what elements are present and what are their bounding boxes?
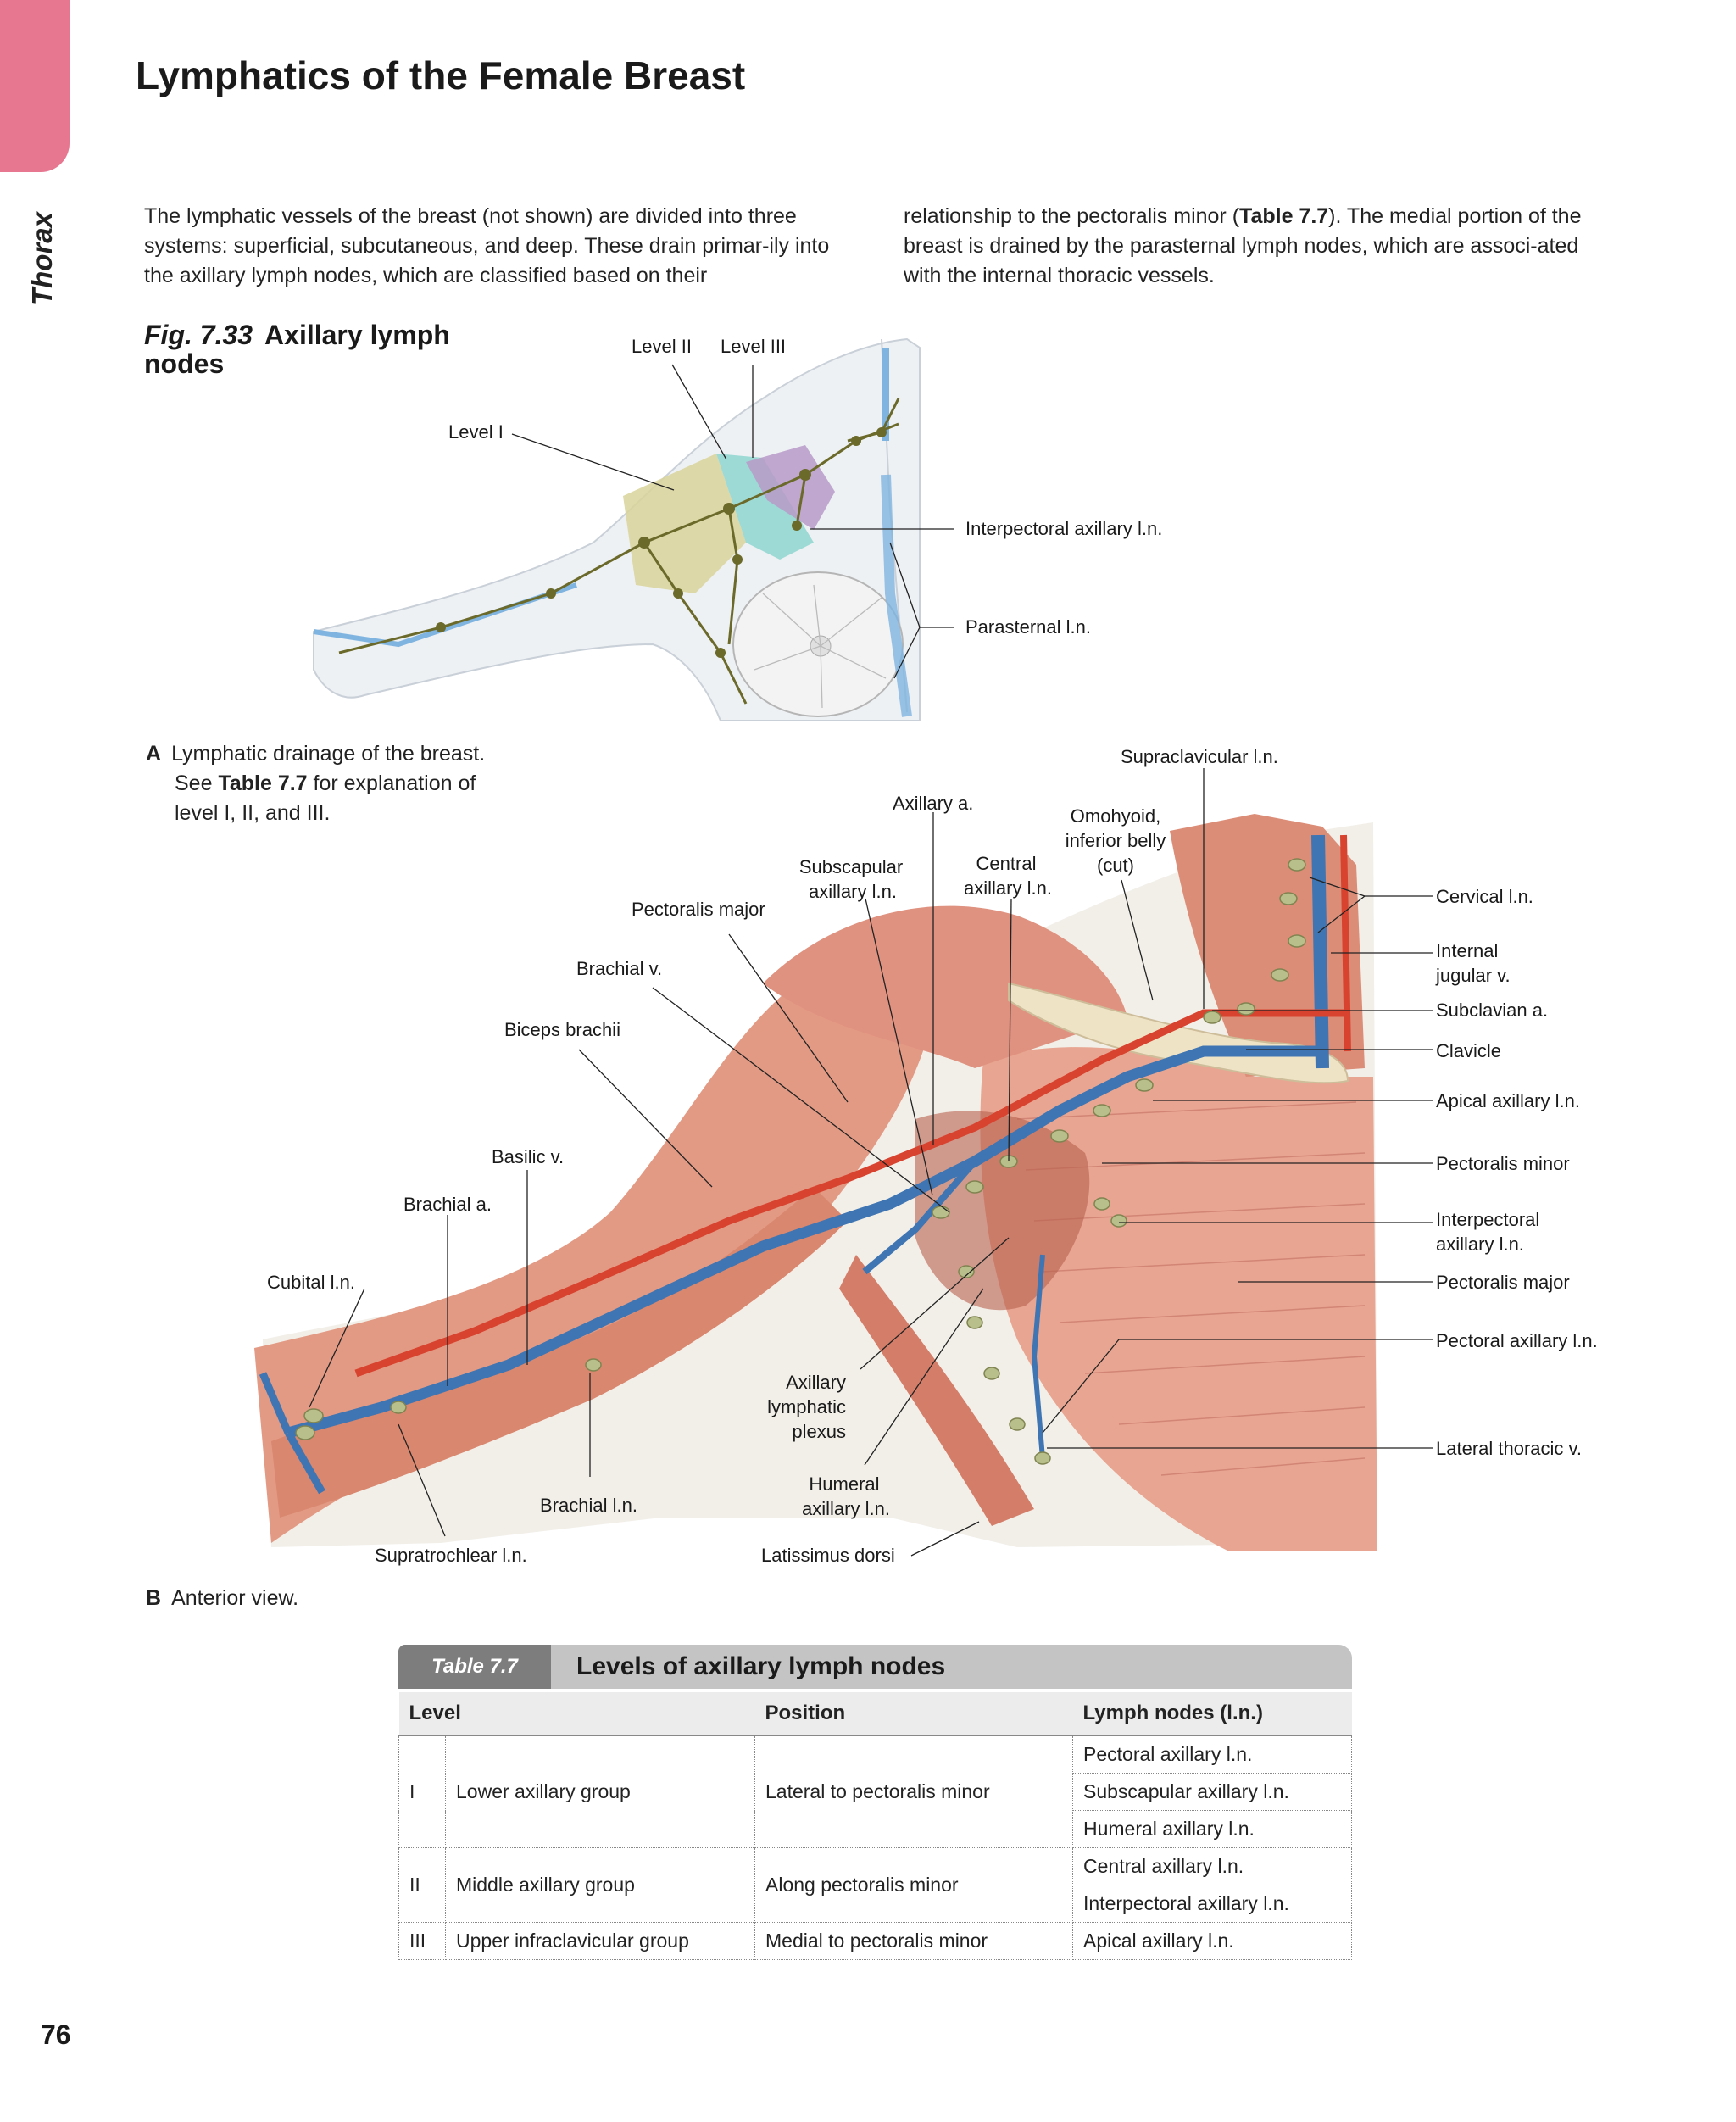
- label-pectoralis-major-right: Pectoralis major: [1436, 1272, 1570, 1293]
- label-interpectoral-a: Interpectoral axillary l.n.: [965, 518, 1162, 539]
- label-parasternal: Parasternal l.n.: [965, 616, 1091, 638]
- table-row: Humeral axillary l.n.: [399, 1810, 1352, 1848]
- label-omohyoid-3: (cut): [1097, 855, 1134, 876]
- cell-group: Upper infraclavicular group: [445, 1922, 755, 1960]
- levels-grid: Level Position Lymph nodes (l.n.) I Lowe…: [398, 1692, 1352, 1960]
- cell-position: Along pectoralis minor: [754, 1847, 1073, 1923]
- chapter-tab: [0, 0, 70, 172]
- table-title: Levels of axillary lymph nodes: [576, 1652, 946, 1680]
- table-row: I Lower axillary group Lateral to pector…: [398, 1735, 1352, 1848]
- label-apical: Apical axillary l.n.: [1436, 1090, 1580, 1111]
- label-interpectoral-2: axillary l.n.: [1436, 1234, 1524, 1255]
- col-header-level: Level: [398, 1692, 755, 1736]
- label-axillary-plexus-1: Axillary: [786, 1372, 846, 1393]
- table-header-bar: Table 7.7 Levels of axillary lymph nodes: [398, 1645, 1352, 1689]
- label-supratrochlear: Supratrochlear l.n.: [375, 1545, 527, 1566]
- page-title: Lymphatics of the Female Breast: [136, 53, 746, 97]
- label-pectoralis-major-top: Pectoralis major: [632, 899, 765, 920]
- label-axillary-plexus-2: lymphatic: [767, 1396, 846, 1417]
- label-omohyoid-2: inferior belly: [1066, 830, 1166, 851]
- panel-b-illustration: [254, 768, 1433, 1557]
- cell-level: II: [398, 1847, 446, 1923]
- label-internal-jugular-1: Internal: [1436, 940, 1498, 961]
- cell-node: Pectoral axillary l.n.: [1072, 1735, 1352, 1774]
- label-supraclavicular: Supraclavicular l.n.: [1121, 746, 1278, 767]
- page-number: 76: [41, 2019, 71, 2050]
- label-level-2: Level II: [632, 336, 692, 357]
- col-header-position: Position: [754, 1692, 1073, 1736]
- cell-node: Subscapular axillary l.n.: [1072, 1773, 1352, 1811]
- label-brachial-ln: Brachial l.n.: [540, 1495, 637, 1516]
- label-humeral-2: axillary l.n.: [802, 1498, 890, 1519]
- label-subclavian: Subclavian a.: [1436, 1000, 1548, 1021]
- cell-node: Central axillary l.n.: [1072, 1847, 1352, 1885]
- level-2-zone: [716, 454, 814, 560]
- table-row: II Middle axillary group Along pectorali…: [398, 1847, 1352, 1923]
- label-cubital: Cubital l.n.: [267, 1272, 355, 1293]
- intro-left: The lymphatic vessels of the breast (not…: [144, 204, 830, 287]
- label-central-1: Central: [976, 853, 1037, 874]
- cell-level: III: [398, 1922, 446, 1960]
- label-brachial-v: Brachial v.: [576, 958, 662, 979]
- label-cervical: Cervical l.n.: [1436, 886, 1533, 907]
- cell-position: Lateral to pectoralis minor: [754, 1735, 1073, 1848]
- artery-path: [354, 1009, 1344, 1378]
- table-reference: Table 7.7: [1239, 204, 1329, 228]
- col-header-nodes: Lymph nodes (l.n.): [1072, 1692, 1352, 1736]
- label-subscapular-1: Subscapular: [799, 856, 903, 877]
- label-axillary-plexus-3: plexus: [792, 1421, 846, 1442]
- label-axillary-a: Axillary a.: [893, 793, 973, 814]
- table-row: Interpectoral axillary l.n.: [399, 1885, 1352, 1923]
- label-humeral-1: Humeral: [809, 1473, 879, 1495]
- cell-node: Interpectoral axillary l.n.: [1072, 1885, 1352, 1923]
- label-central-2: axillary l.n.: [964, 877, 1052, 899]
- label-clavicle: Clavicle: [1436, 1040, 1501, 1061]
- label-pectoral-axillary: Pectoral axillary l.n.: [1436, 1330, 1598, 1351]
- label-omohyoid-1: Omohyoid,: [1071, 805, 1160, 827]
- label-pectoralis-minor: Pectoralis minor: [1436, 1153, 1570, 1174]
- table-row: Subscapular axillary l.n.: [399, 1773, 1352, 1811]
- label-biceps: Biceps brachii: [504, 1019, 620, 1040]
- intro-right: relationship to the pectoralis minor (Ta…: [904, 204, 1582, 287]
- table-number: Table 7.7: [398, 1645, 551, 1689]
- lymph-nodes: [295, 858, 1306, 1465]
- level-3-zone: [746, 445, 835, 530]
- cell-node: Apical axillary l.n.: [1072, 1922, 1352, 1960]
- cell-group: Lower axillary group: [445, 1735, 755, 1848]
- cell-group: Middle axillary group: [445, 1847, 755, 1923]
- label-interpectoral-1: Interpectoral: [1436, 1209, 1539, 1230]
- cell-position: Medial to pectoralis minor: [754, 1922, 1073, 1960]
- label-basilic: Basilic v.: [492, 1146, 564, 1167]
- label-lateral-thoracic: Lateral thoracic v.: [1436, 1438, 1582, 1459]
- label-level-3: Level III: [721, 336, 786, 357]
- cell-node: Humeral axillary l.n.: [1072, 1810, 1352, 1848]
- table-row: III Upper infraclavicular group Medial t…: [398, 1922, 1352, 1960]
- label-level-1: Level I: [448, 421, 504, 443]
- label-internal-jugular-2: jugular v.: [1435, 965, 1511, 986]
- panel-a-illustration: [313, 337, 954, 721]
- clavicle: [1008, 982, 1349, 1084]
- label-subscapular-2: axillary l.n.: [809, 881, 897, 902]
- label-brachial-a: Brachial a.: [403, 1194, 492, 1215]
- vein-path: [287, 1045, 1322, 1439]
- levels-table: Table 7.7 Levels of axillary lymph nodes…: [398, 1645, 1352, 1960]
- label-latissimus: Latissimus dorsi: [761, 1545, 895, 1566]
- cell-level: I: [398, 1735, 446, 1848]
